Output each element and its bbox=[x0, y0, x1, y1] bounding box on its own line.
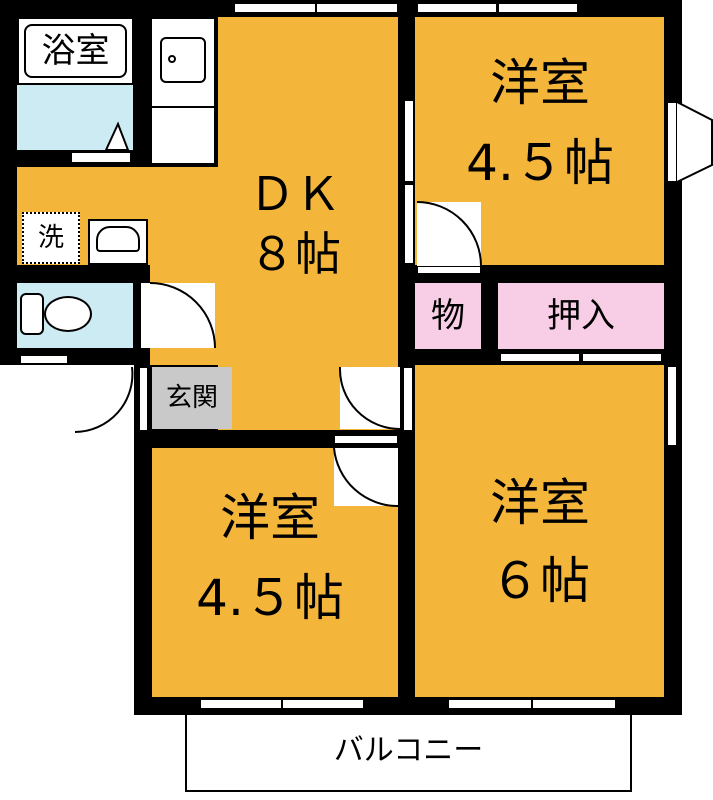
toilet-bowl-icon bbox=[44, 296, 92, 332]
door-arc bbox=[333, 447, 399, 508]
window bbox=[200, 699, 282, 709]
dk-size: ８帖 bbox=[249, 227, 341, 281]
door-arc bbox=[149, 282, 216, 349]
door-arc bbox=[338, 366, 401, 430]
closet: 押入 bbox=[498, 283, 664, 349]
western-ne-name: 洋室 bbox=[490, 54, 590, 112]
window bbox=[234, 3, 316, 13]
window bbox=[404, 100, 414, 182]
window bbox=[20, 355, 68, 364]
closet-door[interactable] bbox=[500, 353, 580, 362]
door-swing bbox=[417, 202, 481, 266]
stove-knob-icon bbox=[168, 55, 176, 63]
window bbox=[282, 699, 364, 709]
door[interactable] bbox=[334, 435, 398, 444]
window bbox=[417, 3, 497, 13]
western-se-size: ６帖 bbox=[490, 552, 590, 610]
western-sw-name: 洋室 bbox=[220, 489, 320, 547]
bath-label-area bbox=[19, 19, 132, 83]
washer-space: 洗 bbox=[22, 212, 80, 264]
window bbox=[532, 699, 616, 709]
door[interactable] bbox=[403, 367, 413, 431]
window bbox=[316, 3, 398, 13]
window bbox=[498, 3, 578, 13]
room-western-se bbox=[415, 365, 664, 697]
entrance-door[interactable] bbox=[139, 367, 148, 431]
door-swing bbox=[340, 367, 400, 429]
washbasin-bowl bbox=[96, 226, 140, 252]
sink-icon bbox=[160, 37, 206, 83]
closet-door[interactable] bbox=[582, 353, 662, 362]
bay-window-outline bbox=[676, 101, 713, 183]
entrance: 玄関 bbox=[152, 367, 232, 429]
western-ne-size: 4.５帖 bbox=[466, 134, 614, 192]
entrance-door-outside bbox=[0, 365, 134, 435]
room-dk bbox=[218, 17, 398, 430]
bath-faucet-icon bbox=[104, 121, 130, 151]
window bbox=[667, 366, 677, 446]
toilet-door-swing bbox=[141, 283, 215, 348]
window bbox=[404, 184, 414, 264]
toilet-tank-icon bbox=[20, 293, 44, 335]
door[interactable] bbox=[417, 266, 481, 274]
window bbox=[448, 699, 532, 709]
window bbox=[71, 152, 131, 163]
door-arc bbox=[416, 201, 482, 267]
bay-window bbox=[667, 102, 677, 182]
counter-divider bbox=[152, 106, 214, 108]
bath-label: 浴室 bbox=[24, 24, 127, 78]
door-arc bbox=[74, 366, 134, 433]
storage-small: 物 bbox=[415, 283, 481, 349]
balcony: バルコニー bbox=[185, 715, 632, 792]
western-se-name: 洋室 bbox=[490, 474, 590, 532]
dk-name: ＤＫ bbox=[249, 167, 341, 221]
western-sw-size: 4.５帖 bbox=[196, 569, 344, 627]
